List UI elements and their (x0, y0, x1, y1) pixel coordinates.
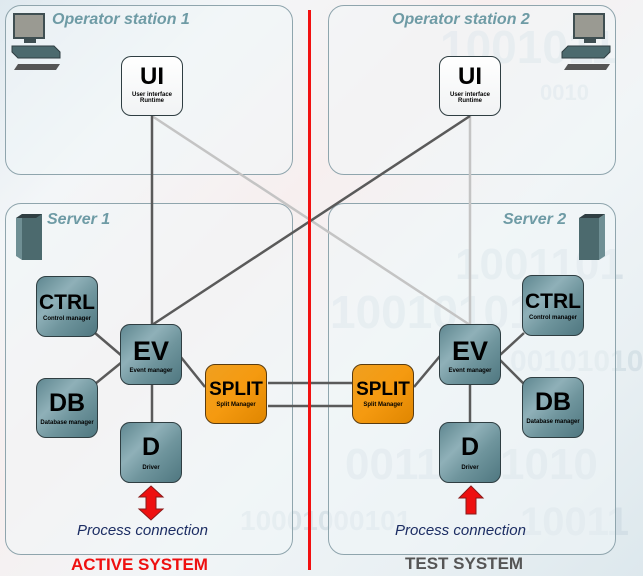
active-system-label: ACTIVE SYSTEM (71, 555, 208, 574)
line-split2-ev2 (413, 355, 441, 388)
ev-node-abbr: EV (132, 336, 170, 366)
ui-node-desc: Runtime (458, 98, 482, 105)
operator-station-1-title: Operator station 1 (52, 11, 190, 28)
driver-node-abbr: D (460, 433, 480, 461)
line-db1-ev1 (94, 361, 123, 385)
ev-node-desc: Event manager (129, 368, 173, 374)
split-node-desc: Split Manager (216, 402, 256, 408)
ui-node-desc: Runtime (140, 98, 164, 105)
ctrl-node-2[interactable]: CTRL Control manager (522, 275, 584, 336)
operator-station-2-title: Operator station 2 (392, 11, 530, 28)
line-ctrl1-ev1 (94, 332, 123, 357)
driver-node-abbr: D (141, 433, 161, 461)
server-1-title: Server 1 (47, 211, 111, 228)
process-connection-label-1: Process connection (77, 522, 208, 539)
ev-node-1[interactable]: EV Event manager (120, 324, 182, 385)
bidirectional-arrow-icon (137, 485, 165, 521)
up-arrow-icon (457, 485, 485, 515)
split-node-abbr: SPLIT (209, 379, 263, 400)
test-system-label: TEST SYSTEM (405, 554, 524, 573)
server-2-title: Server 2 (503, 211, 567, 228)
ctrl-node-desc: Control manager (528, 315, 577, 321)
process-connection-label-2: Process connection (395, 522, 526, 539)
split-node-abbr: SPLIT (356, 379, 410, 400)
ui-node-1[interactable]: UI User interface Runtime (121, 56, 183, 116)
split-node-2[interactable]: SPLIT Split Manager (352, 364, 414, 424)
system-divider (308, 10, 311, 570)
driver-node-1[interactable]: D Driver (120, 422, 182, 483)
ui-node-abbr: UI (458, 63, 482, 90)
db-node-desc: Database manager (40, 420, 94, 426)
db-node-1[interactable]: DB Database manager (36, 378, 98, 438)
split-node-desc: Split Manager (363, 402, 403, 408)
split-node-1[interactable]: SPLIT Split Manager (205, 364, 267, 424)
driver-node-desc: Driver (461, 465, 479, 471)
ctrl-node-1[interactable]: CTRL Control manager (36, 276, 98, 337)
computer-icon (561, 13, 611, 70)
line-ev2-db2 (499, 359, 525, 385)
ctrl-node-abbr: CTRL (525, 290, 581, 313)
db-node-abbr: DB (534, 388, 572, 416)
db-node-abbr: DB (48, 389, 86, 417)
driver-node-2[interactable]: D Driver (439, 422, 501, 483)
db-node-desc: Database manager (526, 419, 580, 425)
ev-node-abbr: EV (451, 336, 489, 366)
ctrl-node-abbr: CTRL (39, 291, 95, 314)
ui-node-2[interactable]: UI User interface Runtime (439, 56, 501, 116)
server-icon (579, 214, 605, 260)
ui-node-desc: User interface (449, 92, 491, 98)
computer-icon (11, 13, 61, 70)
ui-node-abbr: UI (140, 63, 164, 90)
server-icon (16, 214, 42, 260)
ui-node-desc: User interface (131, 92, 173, 98)
db-node-2[interactable]: DB Database manager (522, 377, 584, 438)
line-ev1-split1 (179, 355, 206, 388)
driver-node-desc: Driver (142, 465, 160, 471)
line-ui2-ev1 (151, 114, 471, 327)
ev-node-desc: Event manager (448, 368, 492, 374)
ctrl-node-desc: Control manager (42, 316, 91, 322)
ev-node-2[interactable]: EV Event manager (439, 324, 501, 385)
line-ev2-ctrl2 (499, 332, 525, 356)
